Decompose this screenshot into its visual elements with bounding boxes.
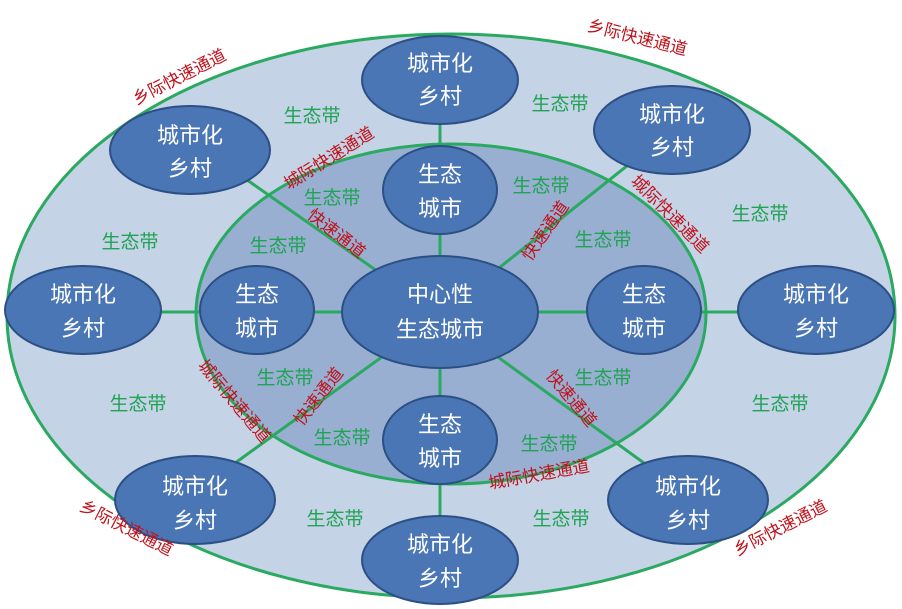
village-label-line1: 城市化 (783, 283, 849, 308)
village-label-line1: 城市化 (655, 475, 721, 500)
village-node: 城市化 乡村 (361, 35, 519, 125)
eco-city-label-line1: 生态 (418, 163, 462, 188)
eco-belt-label: 生态带 (306, 508, 363, 530)
eco-city-label-line1: 生态 (235, 283, 279, 308)
village-ellipse (737, 265, 895, 355)
eco-belt-label: 生态带 (731, 203, 788, 225)
village-label-line2: 乡村 (418, 85, 462, 110)
eco-city-label-line1: 生态 (418, 413, 462, 438)
village-label-line2: 乡村 (61, 317, 105, 342)
village-ellipse (361, 515, 519, 605)
eco-city-ellipse (382, 395, 498, 485)
village-label-line1: 城市化 (50, 283, 116, 308)
eco-belt-label: 生态带 (101, 231, 158, 253)
center-city-node: 中心性 生态城市 (341, 255, 539, 369)
eco-city-label-line2: 城市 (622, 317, 666, 342)
village-ellipse (593, 85, 751, 175)
village-node: 城市化 乡村 (109, 105, 271, 195)
village-node: 城市化 乡村 (4, 265, 162, 355)
center-city-ellipse (341, 255, 539, 369)
village-label-line1: 城市化 (162, 475, 228, 500)
eco-city-node: 生态 城市 (199, 265, 315, 355)
eco-city-node: 生态 城市 (382, 395, 498, 485)
eco-city-label-line2: 城市 (418, 447, 462, 472)
eco-belt-label: 生态带 (532, 508, 589, 530)
eco-belt-label: 生态带 (283, 105, 340, 127)
eco-belt-label: 生态带 (531, 93, 588, 115)
village-ellipse (607, 455, 769, 545)
eco-city-ellipse (199, 265, 315, 355)
eco-belt-label: 生态带 (574, 367, 631, 389)
eco-belt-label: 生态带 (109, 393, 166, 415)
eco-belt-label: 生态带 (303, 187, 360, 209)
center-city-label-line1: 中心性 (407, 283, 473, 308)
eco-belt-label: 生态带 (249, 235, 306, 257)
center-city-label-line2: 生态城市 (396, 318, 484, 343)
village-node: 城市化 乡村 (361, 515, 519, 605)
eco-city-ellipse (586, 265, 702, 355)
village-label-line2: 乡村 (418, 567, 462, 592)
eco-belt-labels: 生态带 生态带 生态带 生态带 生态带 生态带 生态带 生态带 生态带 生态带 … (101, 93, 808, 530)
eco-belt-label: 生态带 (574, 229, 631, 251)
village-node: 城市化 乡村 (114, 455, 276, 545)
eco-city-label-line2: 城市 (418, 197, 462, 222)
eco-city-ellipse (382, 145, 498, 235)
village-label-line2: 乡村 (794, 317, 838, 342)
village-ellipse (4, 265, 162, 355)
eco-belt-label: 生态带 (751, 393, 808, 415)
eco-belt-label: 生态带 (313, 427, 370, 449)
village-ellipse (109, 105, 271, 195)
village-label-line2: 乡村 (650, 136, 694, 161)
eco-belt-label: 生态带 (256, 367, 313, 389)
village-node: 城市化 乡村 (593, 85, 751, 175)
village-label-line1: 城市化 (407, 52, 473, 77)
eco-city-label-line1: 生态 (622, 283, 666, 308)
village-ellipse (361, 35, 519, 125)
village-ellipse (114, 455, 276, 545)
eco-city-node: 生态 城市 (586, 265, 702, 355)
village-node: 城市化 乡村 (607, 455, 769, 545)
eco-belt-label: 生态带 (512, 175, 569, 197)
eco-city-node: 生态 城市 (382, 145, 498, 235)
village-node: 城市化 乡村 (737, 265, 895, 355)
eco-city-label-line2: 城市 (235, 317, 279, 342)
village-label-line1: 城市化 (639, 103, 705, 128)
village-label-line1: 城市化 (407, 533, 473, 558)
village-label-line1: 城市化 (157, 124, 223, 149)
village-label-line2: 乡村 (173, 509, 217, 534)
village-label-line2: 乡村 (666, 509, 710, 534)
village-label-line2: 乡村 (168, 157, 212, 182)
eco-belt-label: 生态带 (520, 433, 577, 455)
